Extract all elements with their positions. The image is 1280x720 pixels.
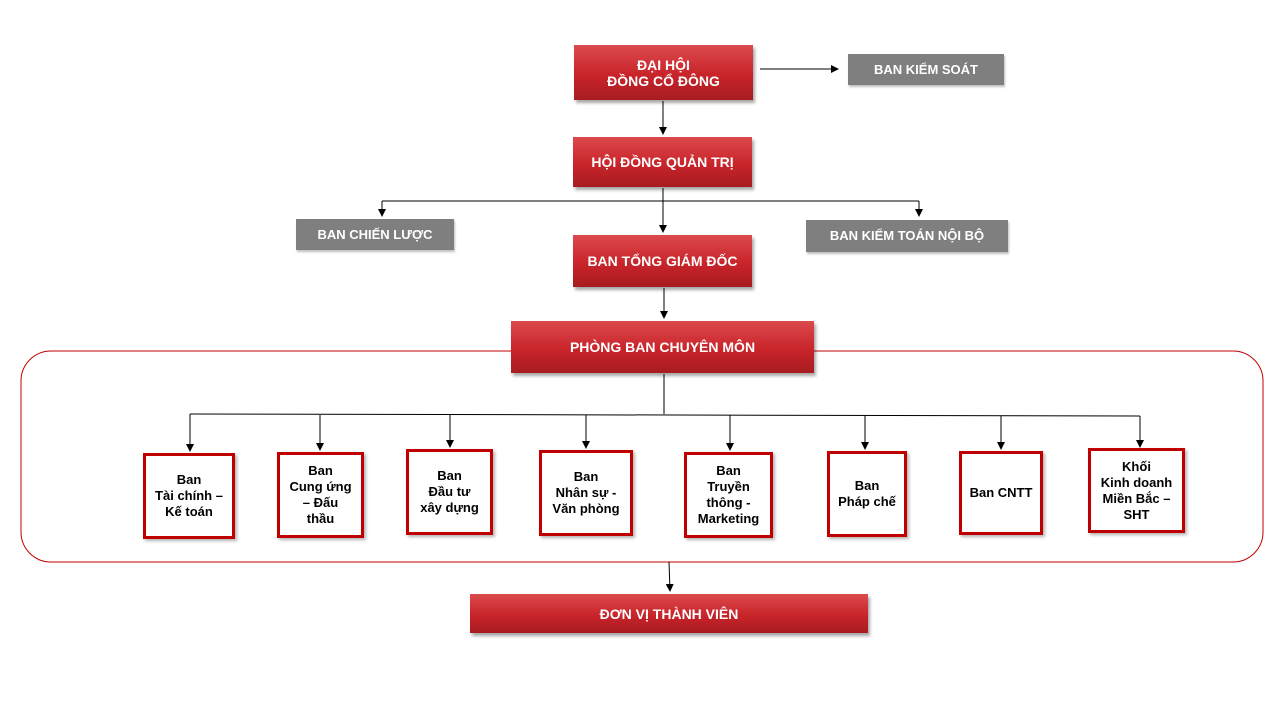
executive-board-label: BAN TỔNG GIÁM ĐỐC bbox=[587, 253, 738, 269]
department-construction-investment: Ban Đầu tư xây dựng bbox=[406, 449, 493, 535]
internal-audit-box: BAN KIỂM TOÁN NỘI BỘ bbox=[806, 220, 1008, 252]
department-label: Ban Nhân sự - Văn phòng bbox=[552, 469, 620, 516]
department-label: Ban Cung ứng – Đấu thầu bbox=[289, 463, 352, 526]
department-legal: Ban Pháp chế bbox=[827, 451, 907, 537]
executive-board-box: BAN TỔNG GIÁM ĐỐC bbox=[573, 235, 752, 287]
strategy-committee-label: BAN CHIẾN LƯỢC bbox=[317, 226, 433, 242]
department-procurement-bidding: Ban Cung ứng – Đấu thầu bbox=[277, 452, 364, 538]
board-of-directors-box: HỘI ĐỒNG QUẢN TRỊ bbox=[573, 137, 752, 187]
department-label: Ban Đầu tư xây dựng bbox=[420, 468, 479, 515]
functional-departments-label: PHÒNG BAN CHUYÊN MÔN bbox=[569, 339, 756, 355]
functional-departments-box: PHÒNG BAN CHUYÊN MÔN bbox=[511, 321, 814, 373]
department-label: Ban CNTT bbox=[969, 485, 1033, 500]
general-meeting-box: ĐẠI HỘI ĐỒNG CỔ ĐÔNG bbox=[574, 45, 753, 100]
supervisory-board-label: BAN KIỂM SOÁT bbox=[874, 61, 978, 77]
department-communication-marketing: Ban Truyền thông - Marketing bbox=[684, 452, 773, 538]
department-label: Ban Truyền thông - Marketing bbox=[697, 463, 760, 526]
strategy-committee-box: BAN CHIẾN LƯỢC bbox=[296, 219, 454, 250]
department-northern-business: Khối Kinh doanh Miền Bắc – SHT bbox=[1088, 448, 1185, 533]
supervisory-board-box: BAN KIỂM SOÁT bbox=[848, 54, 1004, 85]
department-label: Khối Kinh doanh Miền Bắc – SHT bbox=[1100, 458, 1173, 522]
member-units-label: ĐƠN VỊ THÀNH VIÊN bbox=[599, 605, 739, 622]
department-label: Ban Tài chính – Kế toán bbox=[155, 472, 223, 519]
department-hr-office: Ban Nhân sự - Văn phòng bbox=[539, 450, 633, 536]
department-label: Ban Pháp chế bbox=[838, 478, 896, 509]
internal-audit-label: BAN KIỂM TOÁN NỘI BỘ bbox=[829, 228, 985, 243]
member-units-box: ĐƠN VỊ THÀNH VIÊN bbox=[470, 594, 868, 633]
department-it: Ban CNTT bbox=[959, 451, 1043, 535]
board-of-directors-label: HỘI ĐỒNG QUẢN TRỊ bbox=[591, 154, 734, 170]
department-finance-accounting: Ban Tài chính – Kế toán bbox=[143, 453, 235, 539]
general-meeting-label: ĐẠI HỘI ĐỒNG CỔ ĐÔNG bbox=[607, 56, 720, 89]
